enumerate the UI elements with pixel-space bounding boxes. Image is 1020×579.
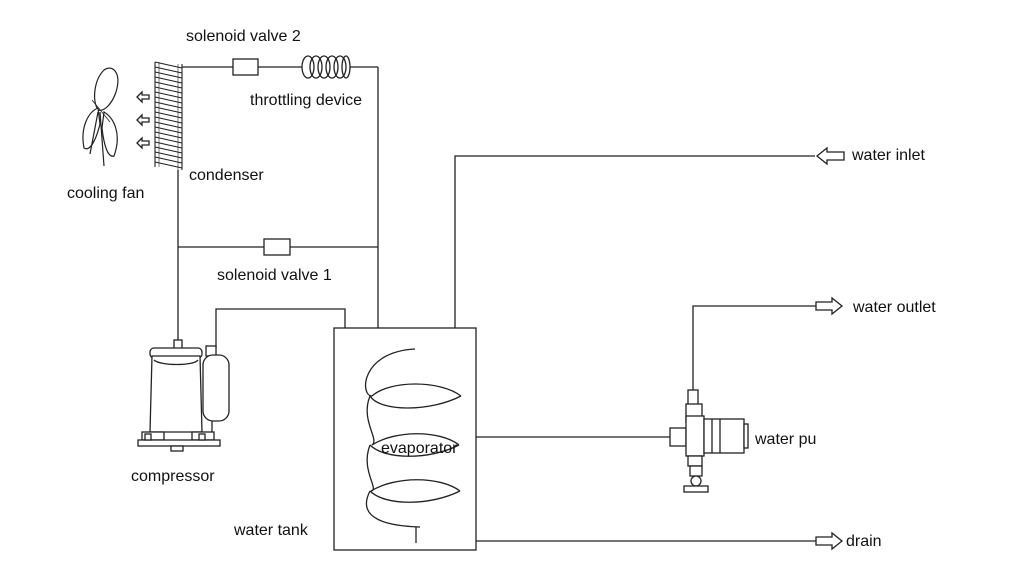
- compressor-icon: [137, 339, 230, 452]
- label-cooling-fan: cooling fan: [67, 185, 144, 202]
- arrow-icon: [815, 296, 844, 316]
- arrow-icon: [136, 113, 150, 127]
- solenoid-valve-icon: [263, 238, 291, 256]
- fan-icon: [82, 67, 119, 167]
- refrigerant-pipes: [177, 66, 379, 348]
- condenser-coil-icon: [154, 61, 183, 170]
- arrow-icon: [136, 90, 150, 104]
- arrows: [136, 90, 845, 551]
- water-tank-icon: [333, 327, 477, 551]
- label-throttling-device: throttling device: [250, 92, 362, 109]
- throttling-coil-icon: [301, 55, 351, 79]
- labels: solenoid valve 2 throttling device conde…: [67, 28, 936, 550]
- label-drain: drain: [846, 533, 882, 550]
- arrow-icon: [136, 136, 150, 150]
- arrow-icon: [815, 146, 845, 166]
- label-water-pump: water pu: [754, 431, 816, 448]
- water-pipes: [454, 155, 816, 542]
- label-condenser: condenser: [189, 167, 264, 184]
- evaporator-coil-icon: [365, 348, 462, 543]
- label-solenoid-valve-2: solenoid valve 2: [186, 28, 301, 45]
- pipe-water-outlet: [692, 305, 816, 390]
- label-solenoid-valve-1: solenoid valve 1: [217, 267, 332, 284]
- arrow-icon: [815, 531, 844, 551]
- label-evaporator: evaporator: [381, 440, 458, 457]
- pipe-suction: [215, 308, 346, 348]
- water-pump-icon: [669, 389, 749, 493]
- pipe-water-inlet: [454, 155, 815, 328]
- label-water-inlet: water inlet: [851, 147, 925, 164]
- label-water-tank: water tank: [233, 522, 309, 539]
- label-water-outlet: water outlet: [852, 299, 936, 316]
- label-compressor: compressor: [131, 468, 215, 485]
- solenoid-valve-icon: [232, 58, 259, 76]
